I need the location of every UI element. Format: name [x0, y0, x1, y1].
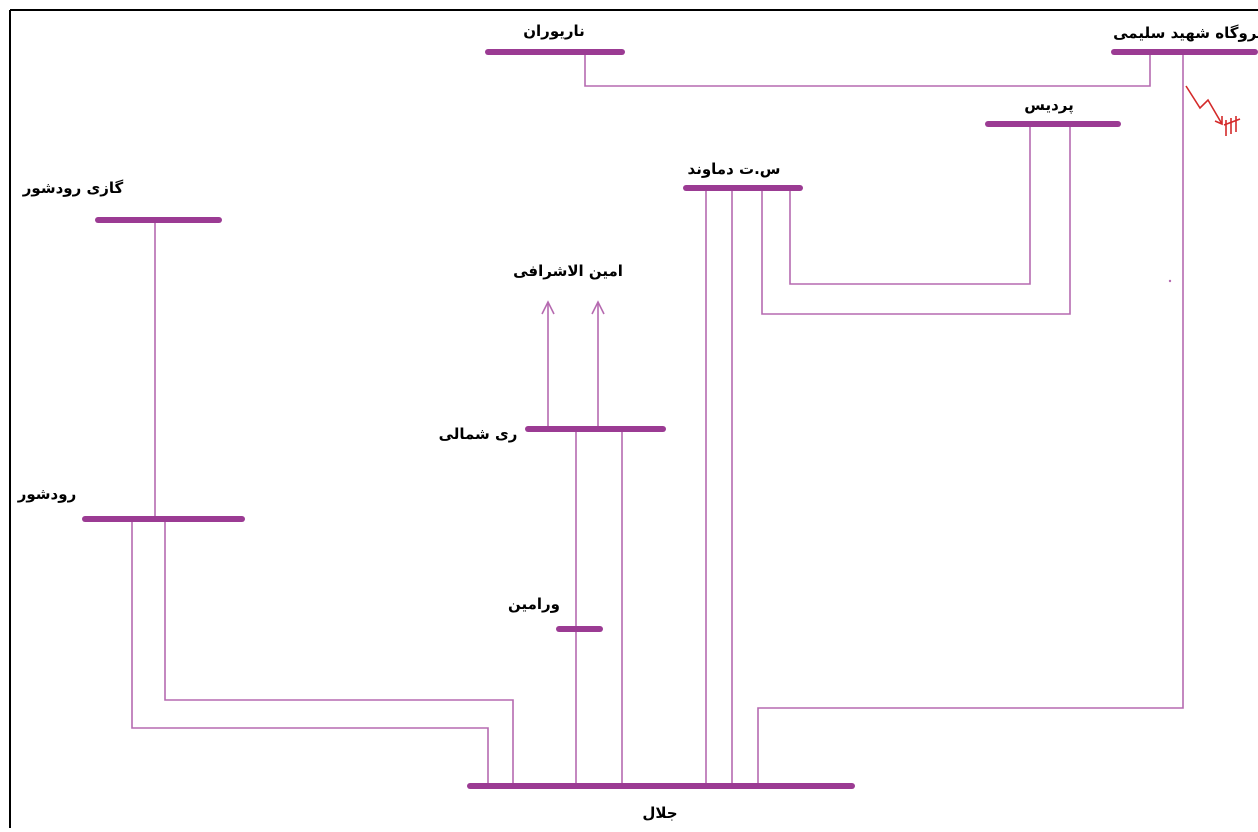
line-naryoran-soleimi: [584, 52, 1151, 87]
line-roudshour-jalal-1: [131, 519, 489, 786]
arrow-up-icon: [591, 300, 605, 315]
label-naryoran: ناریوران: [523, 22, 585, 40]
label-varamin: ورامین: [508, 595, 560, 613]
fault-lightning-icon: [1185, 85, 1241, 136]
label-rey-shomali: ری شمالی: [439, 425, 518, 443]
line-roudshour-jalal-2: [164, 519, 514, 786]
line-soleimi-jalal: [757, 52, 1184, 786]
label-jalal: جلال: [642, 804, 677, 822]
line-damavand-pardis-2: [761, 124, 1071, 315]
label-gazi-roudshour: گازی رودشور: [22, 179, 124, 197]
transmission-lines: [131, 52, 1184, 786]
label-pardis: پردیس: [1024, 96, 1074, 115]
line-damavand-pardis-1: [789, 124, 1031, 285]
arrow-up-icon: [541, 300, 555, 315]
label-amin: امین الاشرافی: [513, 262, 623, 280]
label-soleimi: نیروگاه شهید سلیمی: [1113, 24, 1258, 42]
bus-labels: ناریوران نیروگاه شهید سلیمی پردیس س.ت دم…: [17, 22, 1258, 822]
label-damavand: س.ت دماوند: [688, 160, 781, 178]
label-roudshour: رودشور: [17, 485, 76, 503]
busbars: [82, 49, 1258, 789]
stray-dot: [1168, 279, 1172, 283]
